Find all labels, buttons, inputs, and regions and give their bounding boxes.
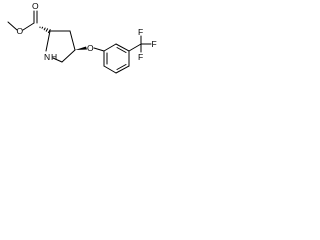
molecule-drawing: O O N H O F F F xyxy=(7,1,157,74)
structure-diagram: O O N H O F F F xyxy=(0,0,173,105)
benzene-ring xyxy=(103,43,130,74)
atom-n-ring: N xyxy=(44,52,50,62)
atom-h-on-n: H xyxy=(51,52,57,62)
bond-c4-c5 xyxy=(61,49,76,63)
bond-n-c2 xyxy=(45,30,51,52)
bond-c3-c4 xyxy=(69,30,76,51)
bond-o-aryl xyxy=(93,47,105,52)
hashed-wedge-c2 xyxy=(39,26,51,34)
bond-aryl-cf3 xyxy=(128,43,142,52)
bond-c5-n xyxy=(52,57,63,63)
atom-f-mid: F xyxy=(152,39,157,49)
bond-methyl-o xyxy=(7,21,18,31)
atom-f-top: F xyxy=(138,27,143,37)
atom-f-bottom: F xyxy=(138,52,143,62)
atom-o-ether: O xyxy=(87,43,94,53)
bond-o-carbonyl xyxy=(22,22,35,31)
bold-wedge-c4-o xyxy=(75,46,87,50)
atom-o-ester: O xyxy=(17,26,24,36)
atom-o-carbonyl: O xyxy=(32,1,39,11)
